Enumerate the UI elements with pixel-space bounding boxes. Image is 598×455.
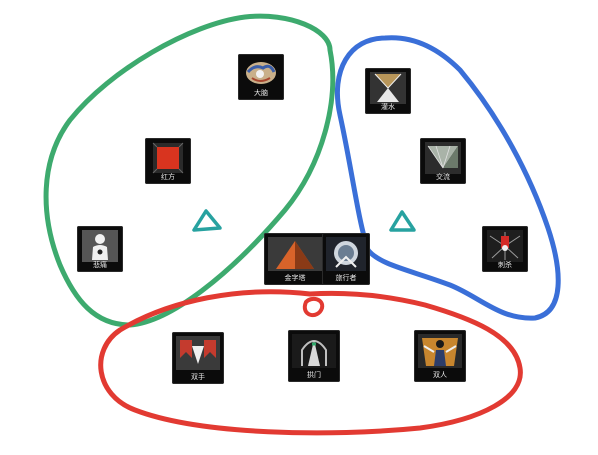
blue-group-outline [334, 35, 561, 321]
arch-icon [292, 334, 336, 368]
tile-label: 拱门 [307, 371, 321, 379]
red-group-outline [98, 289, 523, 436]
tile-brain[interactable]: 大脑 [238, 54, 284, 100]
planet-icon [326, 237, 366, 271]
tile-label: 悲痛 [93, 261, 107, 269]
tile-irrigation[interactable]: 灌水 [365, 68, 411, 114]
fan-icon [425, 142, 461, 174]
tile-red-cube[interactable]: 红方 [145, 138, 191, 184]
two-figures-icon [418, 334, 462, 368]
tile-arch-gate[interactable]: 拱门 [288, 330, 340, 382]
tile-two-people[interactable]: 双人 [414, 330, 466, 382]
hourglass-icon [370, 72, 406, 104]
pyramid-icon [268, 237, 322, 271]
tile-label: 双手 [191, 373, 205, 381]
tile-label: 交流 [436, 173, 450, 181]
tile-label: 大脑 [254, 89, 268, 97]
tile-label: 刺杀 [498, 261, 512, 269]
tile-label: 双人 [433, 371, 447, 379]
red-group-knot [302, 296, 325, 318]
tile-exchange[interactable]: 交流 [420, 138, 466, 184]
tile-label: 金字塔 [284, 274, 306, 282]
brain-icon [246, 62, 276, 84]
marker-triangle-left [192, 209, 222, 232]
hands-icon [176, 336, 220, 370]
tile-traveler[interactable]: 旅行者 [322, 233, 370, 285]
red-cube-icon [152, 142, 184, 174]
tile-two-hands[interactable]: 双手 [172, 332, 224, 384]
figure-icon [82, 230, 118, 262]
tile-sorrow[interactable]: 悲痛 [77, 226, 123, 272]
tile-label: 旅行者 [335, 274, 357, 282]
tile-stab[interactable]: 刺杀 [482, 226, 528, 272]
marker-triangle-right [389, 210, 416, 232]
green-group-outline [43, 13, 336, 328]
burst-icon [487, 230, 523, 262]
tile-label: 灌水 [381, 103, 395, 111]
tile-pyramid[interactable]: 金字塔 [264, 233, 326, 285]
tile-label: 红方 [161, 173, 175, 181]
